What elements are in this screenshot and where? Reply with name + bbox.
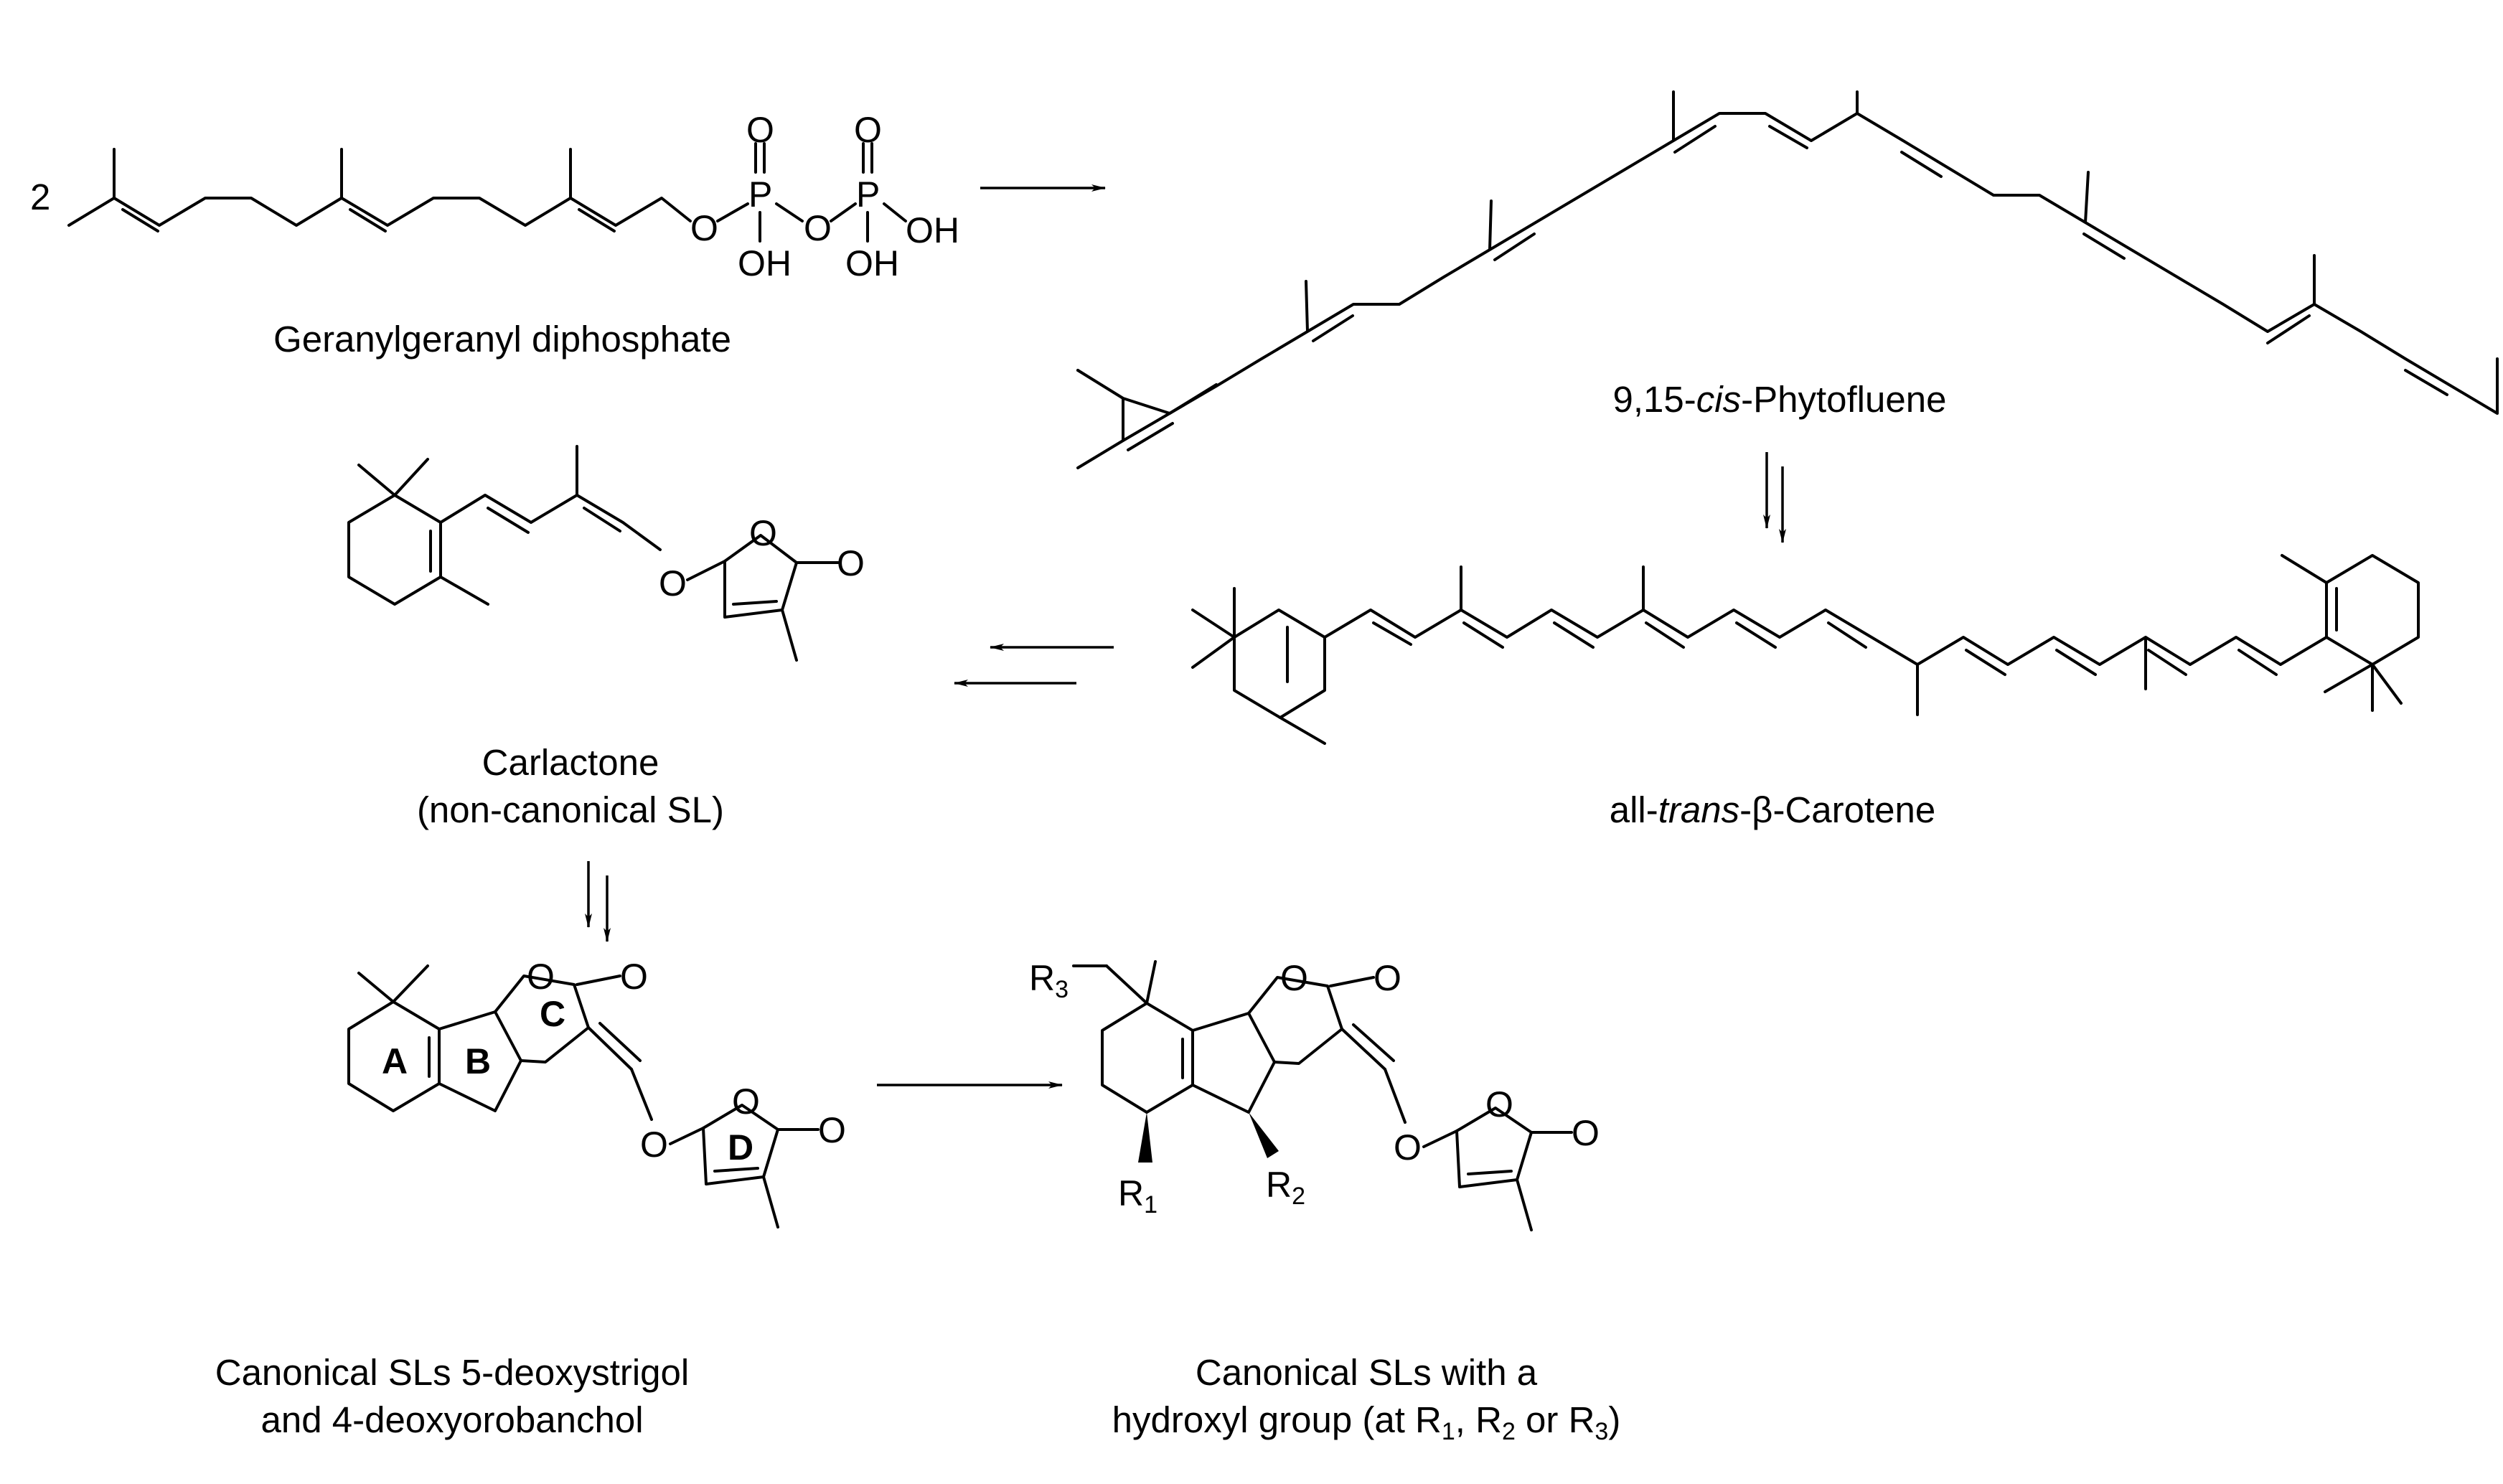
carotene-label-pre: all- <box>1610 789 1658 830</box>
ring-label-c: C <box>540 994 565 1034</box>
carotene-label: all-trans-β-Carotene <box>1610 789 1936 830</box>
hydroxy-sl-label-2-close: ) <box>1608 1399 1620 1440</box>
ggpp-p2: P <box>856 174 880 215</box>
sl-lactone-o: O <box>527 957 555 997</box>
ggpp-label: Geranylgeranyl diphosphate <box>273 319 731 360</box>
hydroxy-sl-label-2-sep1: , R <box>1455 1399 1502 1440</box>
phytofluene-chain <box>1076 90 2499 469</box>
ggpp-p1-oh: OH <box>738 243 792 283</box>
hydroxy-sl-label-2-sub2: 2 <box>1502 1418 1516 1445</box>
carlactone-carbonyl-o: O <box>837 543 865 583</box>
sl-d-carbonyl-o: O <box>818 1110 846 1150</box>
ring-label-b: B <box>465 1041 491 1081</box>
ggpp-o-bridge: O <box>804 208 832 248</box>
hydroxy-sl-label-2-pre: hydroxyl group (at R <box>1112 1399 1442 1440</box>
hsl-d-ring-o: O <box>1485 1084 1513 1124</box>
carotene-structure <box>1191 554 2420 745</box>
carlactone-ether-o: O <box>659 563 687 604</box>
r1-subscript: 1 <box>1144 1191 1157 1218</box>
ggpp-p2-oxo: O <box>854 110 882 150</box>
hydroxy-sl-label-2-sep2: or R <box>1516 1399 1595 1440</box>
phytofluene-structure <box>1076 90 2499 469</box>
ring-label-a: A <box>382 1041 408 1081</box>
hsl-carbonyl-o: O <box>1373 958 1401 998</box>
ggpp-coefficient: 2 <box>30 177 50 217</box>
phytofluene-label: 9,15-cis-Phytofluene <box>1613 379 1947 420</box>
r3-label: R3 <box>1029 958 1069 1003</box>
ggpp-p2-oh-right: OH <box>906 210 959 250</box>
phytofluene-label-cis: cis <box>1696 379 1741 420</box>
ggpp-chain <box>67 148 692 227</box>
phytofluene-label-post: -Phytofluene <box>1741 379 1946 420</box>
sl-d-ring-o: O <box>732 1081 760 1122</box>
ggpp-structure: 2 O P O OH O P O OH OH <box>30 110 959 283</box>
carlactone-ring-o: O <box>749 513 777 553</box>
carlactone-label-2: (non-canonical SL) <box>417 789 724 830</box>
phytofluene-label-pre: 9,15- <box>1613 379 1696 420</box>
carotene-label-post: -β-Carotene <box>1739 789 1935 830</box>
hsl-ether-o: O <box>1394 1127 1422 1168</box>
r1-letter: R <box>1118 1173 1144 1213</box>
ring-label-d: D <box>728 1127 753 1168</box>
hydroxy-sl-label-2-sub3: 3 <box>1595 1418 1608 1445</box>
canonical-sl-label-2: and 4-deoxyorobanchol <box>260 1399 643 1440</box>
r2-letter: R <box>1266 1165 1292 1205</box>
r2-subscript: 2 <box>1292 1183 1305 1210</box>
sl-carbonyl-o: O <box>620 957 648 997</box>
r1-wedge <box>1138 1112 1152 1163</box>
r2-wedge <box>1249 1112 1279 1158</box>
hsl-d-carbonyl-o: O <box>1572 1113 1600 1153</box>
ggpp-p1: P <box>748 174 772 215</box>
carlactone-label-1: Carlactone <box>482 742 659 783</box>
carlactone-structure: O O O <box>347 445 865 662</box>
canonical-sl-label-1: Canonical SLs 5-deoxystrigol <box>215 1352 690 1393</box>
hydroxy-sl-label-2: hydroxyl group (at R1, R2 or R3) <box>1112 1399 1621 1445</box>
canonical-sl-structure: O O O O O A B C D <box>347 957 846 1229</box>
r1-label: R1 <box>1118 1173 1157 1218</box>
carotene-label-trans: trans <box>1658 789 1739 830</box>
sl-ether-o: O <box>640 1124 668 1165</box>
r3-subscript: 3 <box>1055 976 1069 1003</box>
hsl-lactone-o: O <box>1280 958 1308 998</box>
hydroxy-sl-label-2-sub1: 1 <box>1442 1418 1455 1445</box>
hydroxy-sl-label-1: Canonical SLs with a <box>1196 1352 1538 1393</box>
ggpp-p1-oxo: O <box>746 110 774 150</box>
r3-letter: R <box>1029 958 1055 998</box>
carotene-polyene <box>1323 565 2328 716</box>
ggpp-p2-oh-lower: OH <box>845 243 899 283</box>
hydroxy-sl-structure: R3 O O O O O R1 R2 <box>1029 958 1600 1231</box>
ggpp-o-ester: O <box>690 208 718 248</box>
r2-label: R2 <box>1266 1165 1305 1210</box>
